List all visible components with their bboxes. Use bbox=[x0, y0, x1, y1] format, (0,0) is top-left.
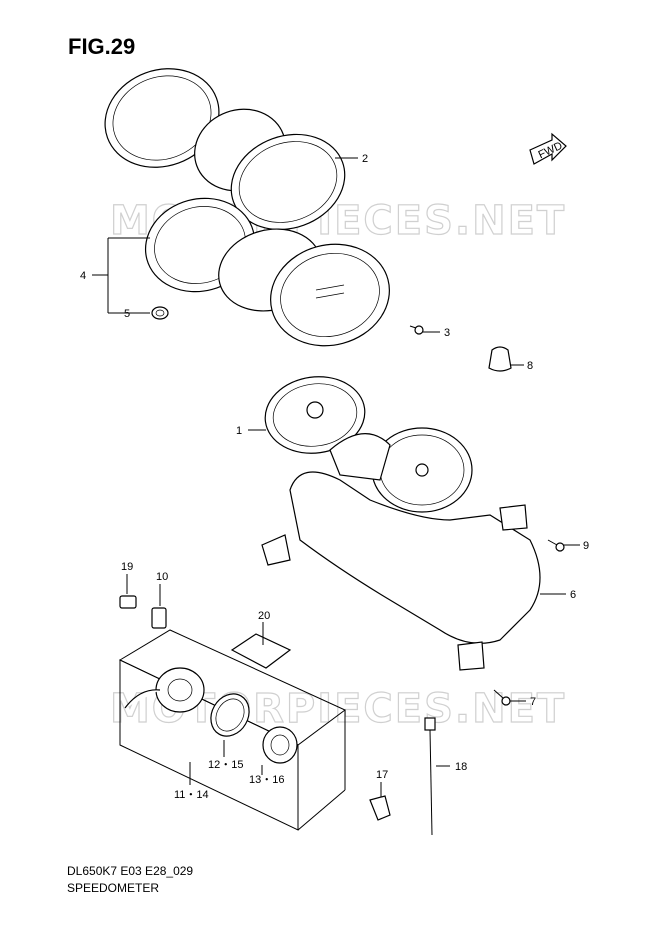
fwd-label: FWD bbox=[537, 140, 565, 161]
figure-title: FIG.29 bbox=[68, 34, 136, 59]
fwd-arrow-icon: FWD bbox=[529, 132, 567, 165]
callout-5: 5 bbox=[124, 308, 130, 320]
callout-7: 7 bbox=[530, 696, 536, 708]
part-17-clamp bbox=[369, 795, 391, 821]
callout-3: 3 bbox=[444, 327, 450, 339]
callout-18: 18 bbox=[455, 761, 467, 773]
callout-4: 4 bbox=[80, 270, 86, 282]
callout-6: 6 bbox=[570, 589, 576, 601]
part-2-top-cover bbox=[104, 68, 346, 231]
diagram-caption: SPEEDOMETER bbox=[67, 881, 160, 895]
part-10-clip bbox=[151, 607, 167, 629]
callout-8: 8 bbox=[527, 360, 533, 372]
diagram-code: DL650K7 E03 E28_029 bbox=[67, 864, 194, 878]
sensor-group bbox=[118, 629, 346, 831]
callout-9: 9 bbox=[583, 540, 589, 552]
callout-11-14: 11・14 bbox=[174, 789, 209, 801]
part-19-bolt bbox=[119, 595, 137, 609]
part-3-screw bbox=[409, 325, 424, 335]
part-20-pad bbox=[230, 633, 292, 669]
callout-12-15: 12・15 bbox=[208, 759, 243, 771]
callout-1: 1 bbox=[236, 425, 242, 437]
leader-lines bbox=[92, 157, 580, 797]
callout-19: 19 bbox=[121, 561, 133, 573]
callout-10: 10 bbox=[156, 571, 168, 583]
callout-2: 2 bbox=[362, 153, 368, 165]
part-6-housing bbox=[261, 471, 541, 671]
callout-17: 17 bbox=[376, 769, 388, 781]
part-7-screw bbox=[493, 689, 511, 706]
part-8-cap bbox=[488, 346, 512, 372]
part-1-gauge-faces bbox=[264, 376, 473, 513]
part-5-grommet bbox=[151, 306, 169, 320]
callout-13-16: 13・16 bbox=[249, 774, 284, 786]
part-9-screw bbox=[547, 539, 565, 552]
callout-20: 20 bbox=[258, 610, 270, 622]
part-4-meter-case bbox=[144, 197, 390, 347]
part-18-cable-tie bbox=[424, 717, 436, 836]
